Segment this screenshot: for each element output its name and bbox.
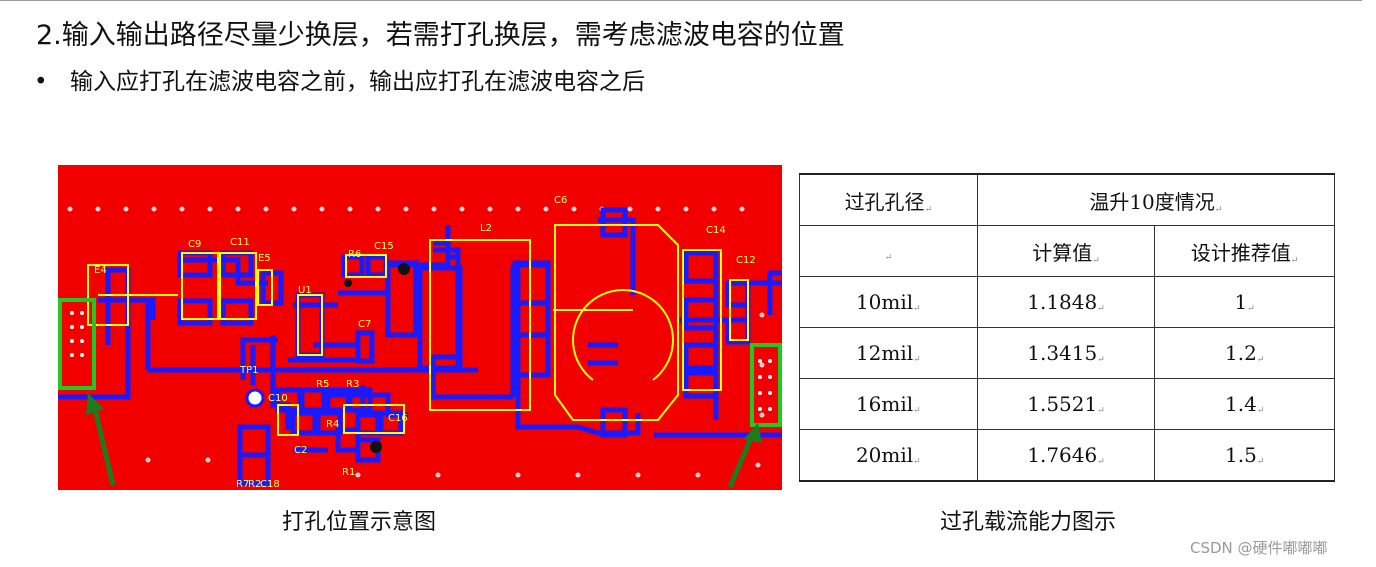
label-c7: C7 xyxy=(358,319,371,330)
green-arrows xyxy=(86,393,762,488)
cell-calc: 1.3415 xyxy=(1027,341,1098,365)
cell-calc: 1.7646 xyxy=(1027,443,1098,467)
bullet-item: • 输入应打孔在滤波电容之前，输出应打孔在滤波电容之后 xyxy=(34,66,645,98)
bullet-symbol: • xyxy=(34,69,48,95)
label-e5: E5 xyxy=(258,253,271,264)
test-point xyxy=(245,388,265,408)
table-row: 10mil↵ 1.1848↵ 1↵ xyxy=(799,276,1335,328)
silkscreen-outlines xyxy=(87,224,749,436)
via-holes xyxy=(70,311,772,411)
cell-rec: 1.5 xyxy=(1225,443,1257,467)
label-c11: C11 xyxy=(230,237,250,248)
label-c6: C6 xyxy=(554,195,567,206)
cell-calc: 1.1848 xyxy=(1027,290,1098,314)
slide-heading: 2.输入输出路径尽量少换层，若需打孔换层，需考虑滤波电容的位置 xyxy=(36,20,845,51)
stitching-vias xyxy=(67,206,765,478)
subheader-empty: ↵ xyxy=(799,225,978,277)
label-c10: C10 xyxy=(268,393,288,404)
figure-caption-right: 过孔载流能力图示 xyxy=(940,510,1117,535)
table-row: 20mil↵ 1.7646↵ 1.5↵ xyxy=(799,429,1335,482)
label-c16: C16 xyxy=(388,413,408,424)
top-divider xyxy=(0,0,1362,1)
cell-calc: 1.5521 xyxy=(1027,392,1098,416)
label-r4: R4 xyxy=(326,419,339,430)
output-via-box xyxy=(750,343,782,427)
label-c12: C12 xyxy=(736,255,756,266)
figure-caption-left: 打孔位置示意图 xyxy=(282,510,437,535)
label-tp1: TP1 xyxy=(239,365,259,376)
via-current-table: 过孔孔径↵ 温升10度情况↵ ↵ 计算值↵ 设计推荐值↵ 10mil↵ 1.18… xyxy=(799,173,1336,482)
table-row: 16mil↵ 1.5521↵ 1.4↵ xyxy=(799,378,1335,430)
silkscreen-labels: L2 C6 C9 C11 E5 E4 R6 C15 U1 C7 TP1 R5 R… xyxy=(94,195,756,490)
black-vias xyxy=(344,263,410,453)
label-r5: R5 xyxy=(316,379,329,390)
table-subheader-row: ↵ 计算值↵ 设计推荐值↵ xyxy=(799,225,1335,277)
pcb-drawing: L2 C6 C9 C11 E5 E4 R6 C15 U1 C7 TP1 R5 R… xyxy=(58,195,782,490)
label-c2: C2 xyxy=(294,445,307,456)
cell-rec: 1.2 xyxy=(1225,341,1257,365)
label-r3: R3 xyxy=(346,379,359,390)
label-c18: C18 xyxy=(260,479,280,490)
header-via-diameter: 过孔孔径↵ xyxy=(799,173,978,226)
header-temp-rise: 温升10度情况↵ xyxy=(976,173,1336,226)
label-r7: R7 xyxy=(236,479,249,490)
label-r1: R1 xyxy=(342,467,355,478)
input-via-box xyxy=(58,298,96,390)
label-r2: R2 xyxy=(248,479,261,490)
watermark: CSDN @硬件嘟嘟嘟 xyxy=(1190,539,1328,557)
bullet-text: 输入应打孔在滤波电容之前，输出应打孔在滤波电容之后 xyxy=(70,69,645,95)
table-header-row: 过孔孔径↵ 温升10度情况↵ xyxy=(799,173,1336,226)
label-c14: C14 xyxy=(706,225,726,236)
cell-rec: 1.4 xyxy=(1225,392,1257,416)
cell-size: 20mil xyxy=(855,443,914,467)
label-c15: C15 xyxy=(374,241,394,252)
cell-size: 10mil xyxy=(855,290,914,314)
table-row: 12mil↵ 1.3415↵ 1.2↵ xyxy=(799,327,1335,379)
cell-size: 12mil xyxy=(855,341,914,365)
label-r6: R6 xyxy=(348,249,361,260)
pcb-layout-image: L2 C6 C9 C11 E5 E4 R6 C15 U1 C7 TP1 R5 R… xyxy=(58,165,782,490)
label-l2: L2 xyxy=(480,223,492,234)
subheader-recommended: 设计推荐值↵ xyxy=(1154,225,1335,277)
cell-rec: 1 xyxy=(1234,290,1248,314)
label-c9: C9 xyxy=(188,239,201,250)
component-pads xyxy=(177,207,751,486)
subheader-calculated: 计算值↵ xyxy=(976,225,1156,277)
label-e4: E4 xyxy=(94,265,107,276)
label-u1: U1 xyxy=(298,285,312,296)
cell-size: 16mil xyxy=(855,392,914,416)
